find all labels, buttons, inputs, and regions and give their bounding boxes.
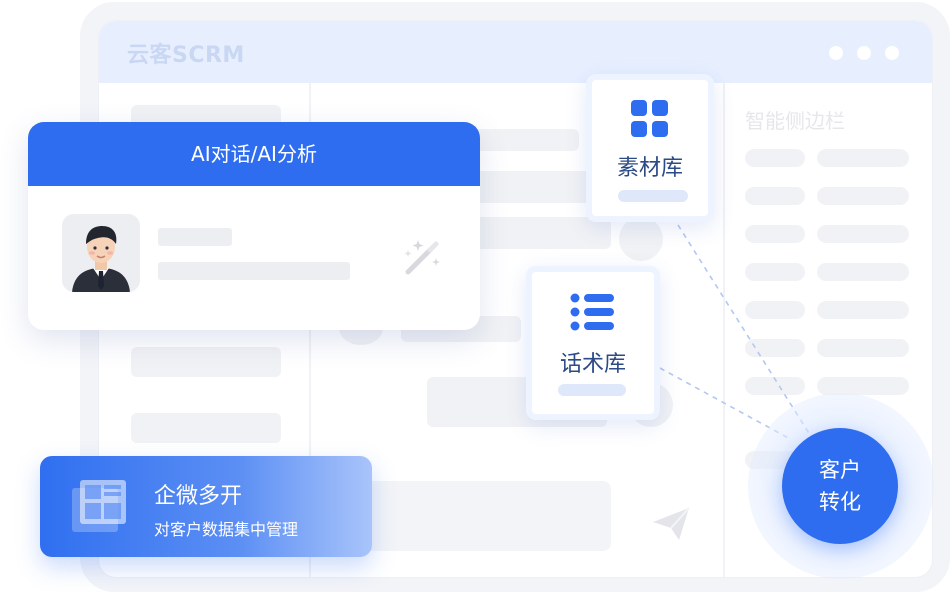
sidebar-item[interactable] xyxy=(817,339,909,357)
ai-text-line xyxy=(158,228,232,246)
wecom-title: 企微多开 xyxy=(154,484,243,509)
conversion-line-1: 客户 xyxy=(819,458,861,482)
sidebar-title: 智能侧边栏 xyxy=(745,109,845,133)
avatar xyxy=(62,214,140,292)
wecom-subtitle: 对客户数据集中管理 xyxy=(154,520,299,539)
title-bar: 云客SCRM xyxy=(99,21,932,83)
magic-wand-icon[interactable] xyxy=(400,234,444,278)
script-library-label: 话术库 xyxy=(559,352,626,377)
conversion-line-2: 转化 xyxy=(819,490,861,514)
businessman-avatar-icon xyxy=(62,214,140,292)
script-pill xyxy=(558,384,626,396)
ai-card-header: AI对话/AI分析 xyxy=(28,122,480,186)
grid-icon xyxy=(631,100,668,137)
left-list-item[interactable] xyxy=(131,413,281,443)
sidebar-item[interactable] xyxy=(817,263,909,281)
customer-conversion-button[interactable]: 客户 转化 xyxy=(782,428,898,544)
window-dot-icon[interactable] xyxy=(857,46,871,60)
window-dot-icon[interactable] xyxy=(829,46,843,60)
app-title: 云客SCRM xyxy=(127,43,245,68)
list-icon xyxy=(570,293,614,331)
ai-text-line xyxy=(158,262,350,280)
layout-icon xyxy=(72,480,126,532)
ai-analysis-card[interactable]: AI对话/AI分析 xyxy=(28,122,480,330)
right-column-divider xyxy=(723,83,725,577)
sidebar-item[interactable] xyxy=(745,301,805,319)
sidebar-item[interactable] xyxy=(745,263,805,281)
sidebar-item[interactable] xyxy=(817,225,909,243)
send-icon[interactable] xyxy=(651,506,691,542)
material-library-label: 素材库 xyxy=(616,156,683,181)
avatar-placeholder xyxy=(619,217,663,261)
sidebar-item[interactable] xyxy=(745,149,805,167)
window-dot-icon[interactable] xyxy=(885,46,899,60)
sidebar-item[interactable] xyxy=(817,301,909,319)
sidebar-item[interactable] xyxy=(817,149,909,167)
sidebar-item[interactable] xyxy=(745,225,805,243)
sidebar-item[interactable] xyxy=(745,187,805,205)
sidebar-item[interactable] xyxy=(745,339,805,357)
material-library-card[interactable]: 素材库 xyxy=(586,74,714,222)
left-list-item[interactable] xyxy=(131,347,281,377)
sidebar-item[interactable] xyxy=(817,187,909,205)
left-column-divider xyxy=(309,83,311,577)
material-pill xyxy=(618,190,688,202)
script-library-card[interactable]: 话术库 xyxy=(526,266,660,420)
wecom-multi-open-card[interactable]: 企微多开 对客户数据集中管理 xyxy=(40,456,372,557)
sidebar-item[interactable] xyxy=(745,377,805,395)
sidebar-item[interactable] xyxy=(817,377,909,395)
